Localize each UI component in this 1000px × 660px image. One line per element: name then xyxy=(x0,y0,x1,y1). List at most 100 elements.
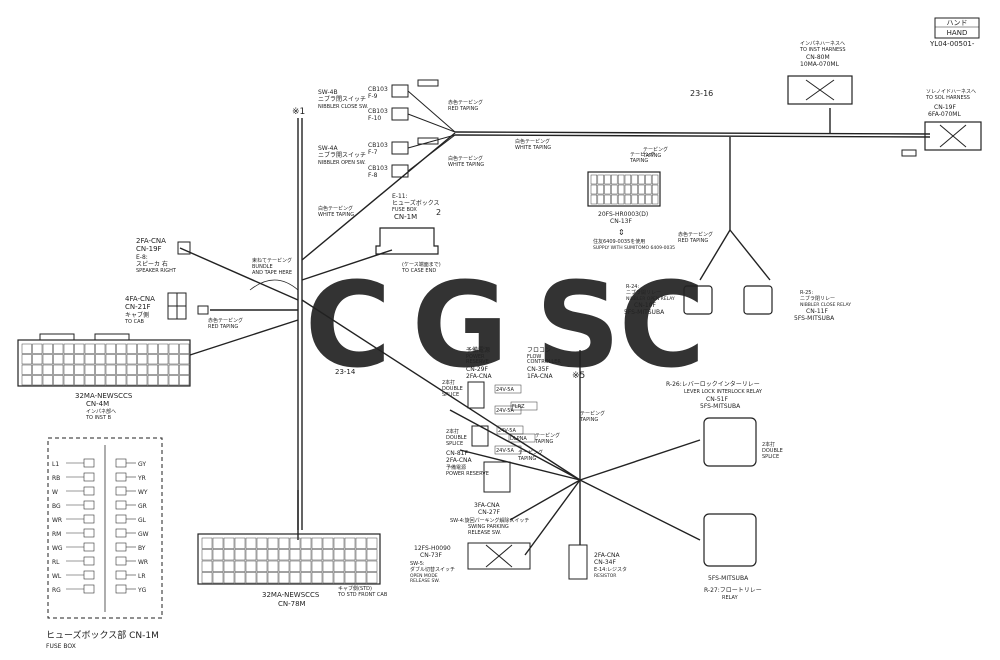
fuse-slot xyxy=(83,458,95,468)
svg-text:CN-73F: CN-73F xyxy=(420,552,442,559)
pin-cell xyxy=(201,560,213,572)
svg-text:CN-1M: CN-1M xyxy=(394,213,417,221)
svg-text:F-10: F-10 xyxy=(368,115,381,122)
svg-text:RED TAPING: RED TAPING xyxy=(208,324,238,330)
pin-cell xyxy=(289,560,301,572)
pin-cell xyxy=(597,194,604,205)
pin-cell xyxy=(278,572,290,584)
red-taping-center: 赤色テーピング RED TAPING xyxy=(678,231,713,244)
relay-r24: R-24: ニブラ開リレー NIBBLER OPEN RELAY CN-10F … xyxy=(624,284,713,316)
svg-text:3FA-CNA: 3FA-CNA xyxy=(474,502,501,509)
pin-cell xyxy=(289,537,301,549)
pin-cell xyxy=(116,343,127,354)
pin-cell xyxy=(638,174,645,185)
pin-cell xyxy=(333,572,345,584)
svg-text:AND TAPE HERE: AND TAPE HERE xyxy=(252,270,292,276)
svg-text:フロコン: フロコン xyxy=(527,347,551,354)
taping-note: テーピング TAPING xyxy=(642,146,668,159)
bundle-note: 束ねてテーピング BUNDLE AND TAPE HERE xyxy=(249,257,299,291)
pin-cell xyxy=(63,364,74,375)
pin-cell xyxy=(611,174,618,185)
svg-text:CN-10F: CN-10F xyxy=(634,302,656,309)
pin-cell xyxy=(223,537,235,549)
svg-text:E-11:: E-11: xyxy=(392,193,408,200)
svg-text:5FS-MITSUBA: 5FS-MITSUBA xyxy=(700,403,741,410)
svg-text:ニブラ開スイッチ: ニブラ開スイッチ xyxy=(318,151,366,159)
pin-cell xyxy=(126,343,137,354)
svg-text:SWING PARKING: SWING PARKING xyxy=(468,524,509,530)
pin-cell xyxy=(333,549,345,561)
svg-text:5FS-MITSUBA: 5FS-MITSUBA xyxy=(794,315,835,322)
fuse-slot xyxy=(83,542,95,552)
svg-text:NIBBLER CLOSE RELAY: NIBBLER CLOSE RELAY xyxy=(800,302,851,308)
pin-cell xyxy=(223,560,235,572)
svg-text:FLOW: FLOW xyxy=(527,354,541,360)
svg-text:TO STD FRONT CAB: TO STD FRONT CAB xyxy=(337,592,388,598)
svg-text:F-7: F-7 xyxy=(368,149,378,156)
pin-cell xyxy=(278,537,290,549)
pin-cell xyxy=(311,537,323,549)
svg-text:白色テーピング: 白色テーピング xyxy=(515,138,550,145)
fuse-left-wire: RG xyxy=(52,587,61,594)
pin-cell xyxy=(344,572,356,584)
pin-cell xyxy=(53,364,64,375)
svg-text:SW-4B: SW-4B xyxy=(318,89,338,96)
pin-cell xyxy=(256,549,268,561)
fuse-left-wire: RB xyxy=(52,475,60,482)
pin-cell xyxy=(147,343,158,354)
connector-cn13f: 20FS-HR0003(D) CN-13F 住友6409-0035を使用 SUP… xyxy=(587,171,675,251)
pin-cell xyxy=(53,354,64,365)
fuse-right-wire: LR xyxy=(138,573,146,580)
svg-text:TAPING: TAPING xyxy=(629,158,648,164)
pin-cell xyxy=(245,549,257,561)
pin-cell xyxy=(168,375,179,386)
inst-harness-connector: インパネハーネスへ TO INST HARNESS CN-80M 10MA-07… xyxy=(787,41,853,105)
pin-cell xyxy=(63,375,74,386)
fuse-slot xyxy=(115,584,127,594)
pin-cell xyxy=(651,184,659,195)
svg-text:CN-19F: CN-19F xyxy=(934,104,956,111)
pin-cell xyxy=(21,375,32,386)
pin-cell xyxy=(344,537,356,549)
fuse-left-wire: RL xyxy=(52,559,60,566)
speaker-connector: 2FA-CNA CN-19F E-8: スピーカ 右 SPEAKER RIGHT xyxy=(136,237,191,274)
pin-cell xyxy=(137,364,148,375)
swing-parking-switch: SW-4:旋回パーキング解除スイッチ SWING PARKING RELEASE… xyxy=(450,517,529,536)
pin-cell xyxy=(158,364,169,375)
double-splice-2: 2本打 DOUBLE SPLICE xyxy=(446,425,489,447)
svg-text:32MA-NEWSCCS: 32MA-NEWSCCS xyxy=(262,591,320,599)
cb-connector-4: CB103 F-8 xyxy=(368,164,409,179)
pin-cell xyxy=(624,194,632,205)
pin-cell xyxy=(126,354,137,365)
svg-text:赤色テーピング: 赤色テーピング xyxy=(208,317,243,324)
fuse-right-wire: GL xyxy=(138,517,147,524)
svg-text:FUSE BOX: FUSE BOX xyxy=(392,207,417,213)
pin-cell xyxy=(84,375,95,386)
svg-text:TO CASE END: TO CASE END xyxy=(401,268,436,274)
pin-cell xyxy=(42,343,53,354)
pin-cell xyxy=(42,364,53,375)
fuse-left-wire: W xyxy=(52,489,58,496)
pin-cell xyxy=(212,560,224,572)
svg-text:白色テーピング: 白色テーピング xyxy=(318,205,353,212)
pin-cell xyxy=(212,572,224,584)
pin-cell xyxy=(168,343,179,354)
fuse-slot xyxy=(83,556,95,566)
fuse-slot xyxy=(115,500,127,510)
svg-text:SW-5:: SW-5: xyxy=(410,561,425,567)
svg-text:ソレノイドハーネスへ: ソレノイドハーネスへ xyxy=(926,89,976,95)
svg-text:ヒューズボックス: ヒューズボックス xyxy=(392,199,440,207)
pin-cell xyxy=(311,572,323,584)
pin-cell xyxy=(611,194,618,205)
svg-text:(ケース端面まで): (ケース端面まで) xyxy=(402,261,441,268)
svg-text:R-26:レバーロックインターリレー: R-26:レバーロックインターリレー xyxy=(666,380,760,388)
fuse-slot xyxy=(115,514,127,524)
svg-text:CN-21F: CN-21F xyxy=(125,303,151,311)
tag-line2: HAND xyxy=(947,29,968,37)
fuse-right-wire: GY xyxy=(138,461,146,468)
drawing-code: YL04-00501- xyxy=(929,40,975,48)
svg-text:TAPING: TAPING xyxy=(534,439,553,445)
pin-cell xyxy=(333,560,345,572)
